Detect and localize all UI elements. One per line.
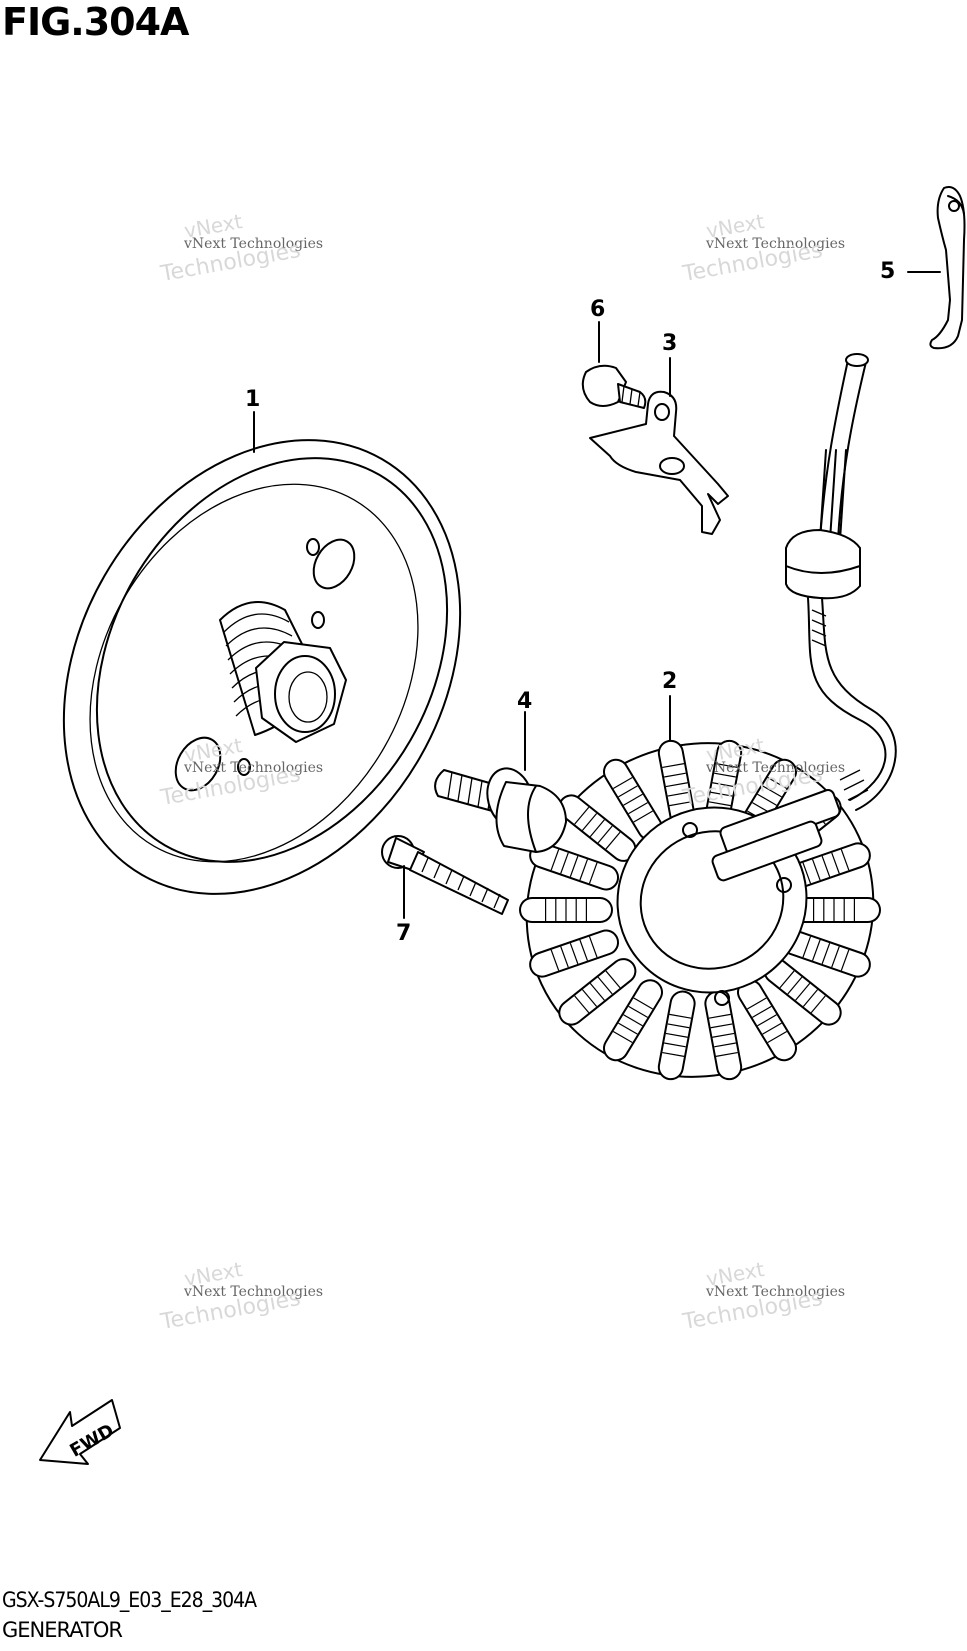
coil-winding bbox=[715, 1051, 738, 1057]
part-5-wire-clamp[interactable] bbox=[929, 186, 966, 350]
part-6-clamp-bolt[interactable] bbox=[581, 364, 647, 409]
coil-winding bbox=[569, 942, 579, 965]
coil-winding bbox=[662, 1051, 685, 1057]
coil-winding bbox=[582, 813, 598, 831]
coil-winding bbox=[612, 776, 633, 789]
coil-winding bbox=[762, 1022, 782, 1035]
coil-winding bbox=[710, 1023, 733, 1029]
coil-winding bbox=[597, 825, 613, 844]
coil-winding bbox=[633, 810, 654, 823]
coil-winding bbox=[669, 1013, 692, 1019]
coil-winding bbox=[810, 995, 826, 1014]
coil-winding bbox=[588, 936, 598, 958]
part-7-stator-screw[interactable] bbox=[381, 835, 509, 915]
coil-winding bbox=[752, 1005, 772, 1018]
coil-winding bbox=[710, 791, 733, 797]
coil-winding bbox=[669, 801, 692, 807]
coil-winding bbox=[821, 942, 831, 965]
callout-2[interactable]: 2 bbox=[662, 669, 678, 694]
coil-winding bbox=[802, 989, 818, 1007]
part-2-stator[interactable] bbox=[472, 353, 929, 1133]
coil-winding bbox=[802, 936, 812, 958]
coil-winding bbox=[597, 976, 613, 995]
coil-winding bbox=[628, 1005, 648, 1018]
coil-winding bbox=[574, 995, 590, 1014]
coil-winding bbox=[662, 763, 685, 769]
coil-winding bbox=[712, 782, 735, 788]
coil-winding bbox=[795, 983, 811, 1001]
coil-winding bbox=[589, 983, 605, 1001]
coil-winding bbox=[618, 785, 638, 798]
coil-winding bbox=[812, 859, 821, 881]
coil-winding bbox=[714, 1042, 736, 1048]
coil-winding bbox=[708, 1013, 731, 1019]
coil-winding bbox=[779, 970, 795, 989]
coil-winding bbox=[712, 1032, 735, 1038]
coil-winding bbox=[560, 852, 569, 874]
coil-winding bbox=[840, 949, 850, 971]
coil-winding bbox=[605, 831, 621, 850]
coil-winding bbox=[612, 1031, 633, 1044]
fwd-arrow-icon: FWD bbox=[39, 1399, 121, 1465]
coil-winding bbox=[831, 852, 840, 874]
coil-winding bbox=[767, 1031, 788, 1044]
coil-winding bbox=[605, 970, 621, 989]
coil-winding bbox=[812, 939, 821, 961]
part-3-clamp-plate[interactable] bbox=[589, 390, 729, 535]
model-code: GSX-S750AL9_E03_E28_304A bbox=[2, 1588, 257, 1612]
coil-winding bbox=[715, 763, 738, 769]
coil-winding bbox=[757, 793, 777, 806]
coil-winding bbox=[589, 819, 605, 837]
coil-winding bbox=[664, 1042, 686, 1048]
part-1-rotor[interactable] bbox=[0, 368, 540, 966]
coil-winding bbox=[767, 776, 788, 789]
part-4-rotor-bolt[interactable] bbox=[434, 763, 567, 853]
coil-winding bbox=[579, 939, 588, 961]
coil-winding bbox=[550, 949, 560, 971]
coil-winding bbox=[708, 801, 731, 807]
coil-winding bbox=[762, 785, 782, 798]
figure-title: FIG.304A bbox=[2, 0, 189, 44]
callout-7[interactable]: 7 bbox=[396, 921, 412, 946]
coil-winding bbox=[831, 946, 840, 968]
coil-winding bbox=[714, 772, 736, 778]
coil-winding bbox=[582, 989, 598, 1007]
coil-winding bbox=[574, 806, 590, 825]
coil-winding bbox=[802, 862, 812, 884]
coil-winding bbox=[787, 976, 803, 995]
leader-lines bbox=[253, 271, 941, 919]
coil-winding bbox=[746, 997, 767, 1010]
coil-winding bbox=[757, 1014, 777, 1027]
callout-3[interactable]: 3 bbox=[662, 331, 678, 356]
coil-winding bbox=[821, 855, 831, 878]
coil-winding bbox=[840, 849, 850, 871]
coil-winding bbox=[560, 946, 569, 968]
callout-5[interactable]: 5 bbox=[880, 259, 896, 284]
coil-winding bbox=[667, 791, 690, 797]
callout-6[interactable]: 6 bbox=[590, 297, 606, 322]
callout-1[interactable]: 1 bbox=[245, 387, 261, 412]
coil-winding bbox=[588, 862, 598, 884]
coil-winding bbox=[579, 859, 588, 881]
coil-winding bbox=[623, 793, 643, 806]
coil-winding bbox=[618, 1022, 638, 1035]
coil-winding bbox=[628, 802, 648, 815]
coil-winding bbox=[550, 849, 560, 871]
coil-winding bbox=[623, 1014, 643, 1027]
coil-winding bbox=[664, 772, 686, 778]
coil-winding bbox=[665, 782, 688, 788]
callout-4[interactable]: 4 bbox=[517, 689, 533, 714]
coil-winding bbox=[665, 1032, 688, 1038]
section-name: GENERATOR bbox=[2, 1618, 123, 1642]
coil-winding bbox=[667, 1023, 690, 1029]
coil-winding bbox=[633, 997, 654, 1010]
coil-winding bbox=[569, 855, 579, 878]
